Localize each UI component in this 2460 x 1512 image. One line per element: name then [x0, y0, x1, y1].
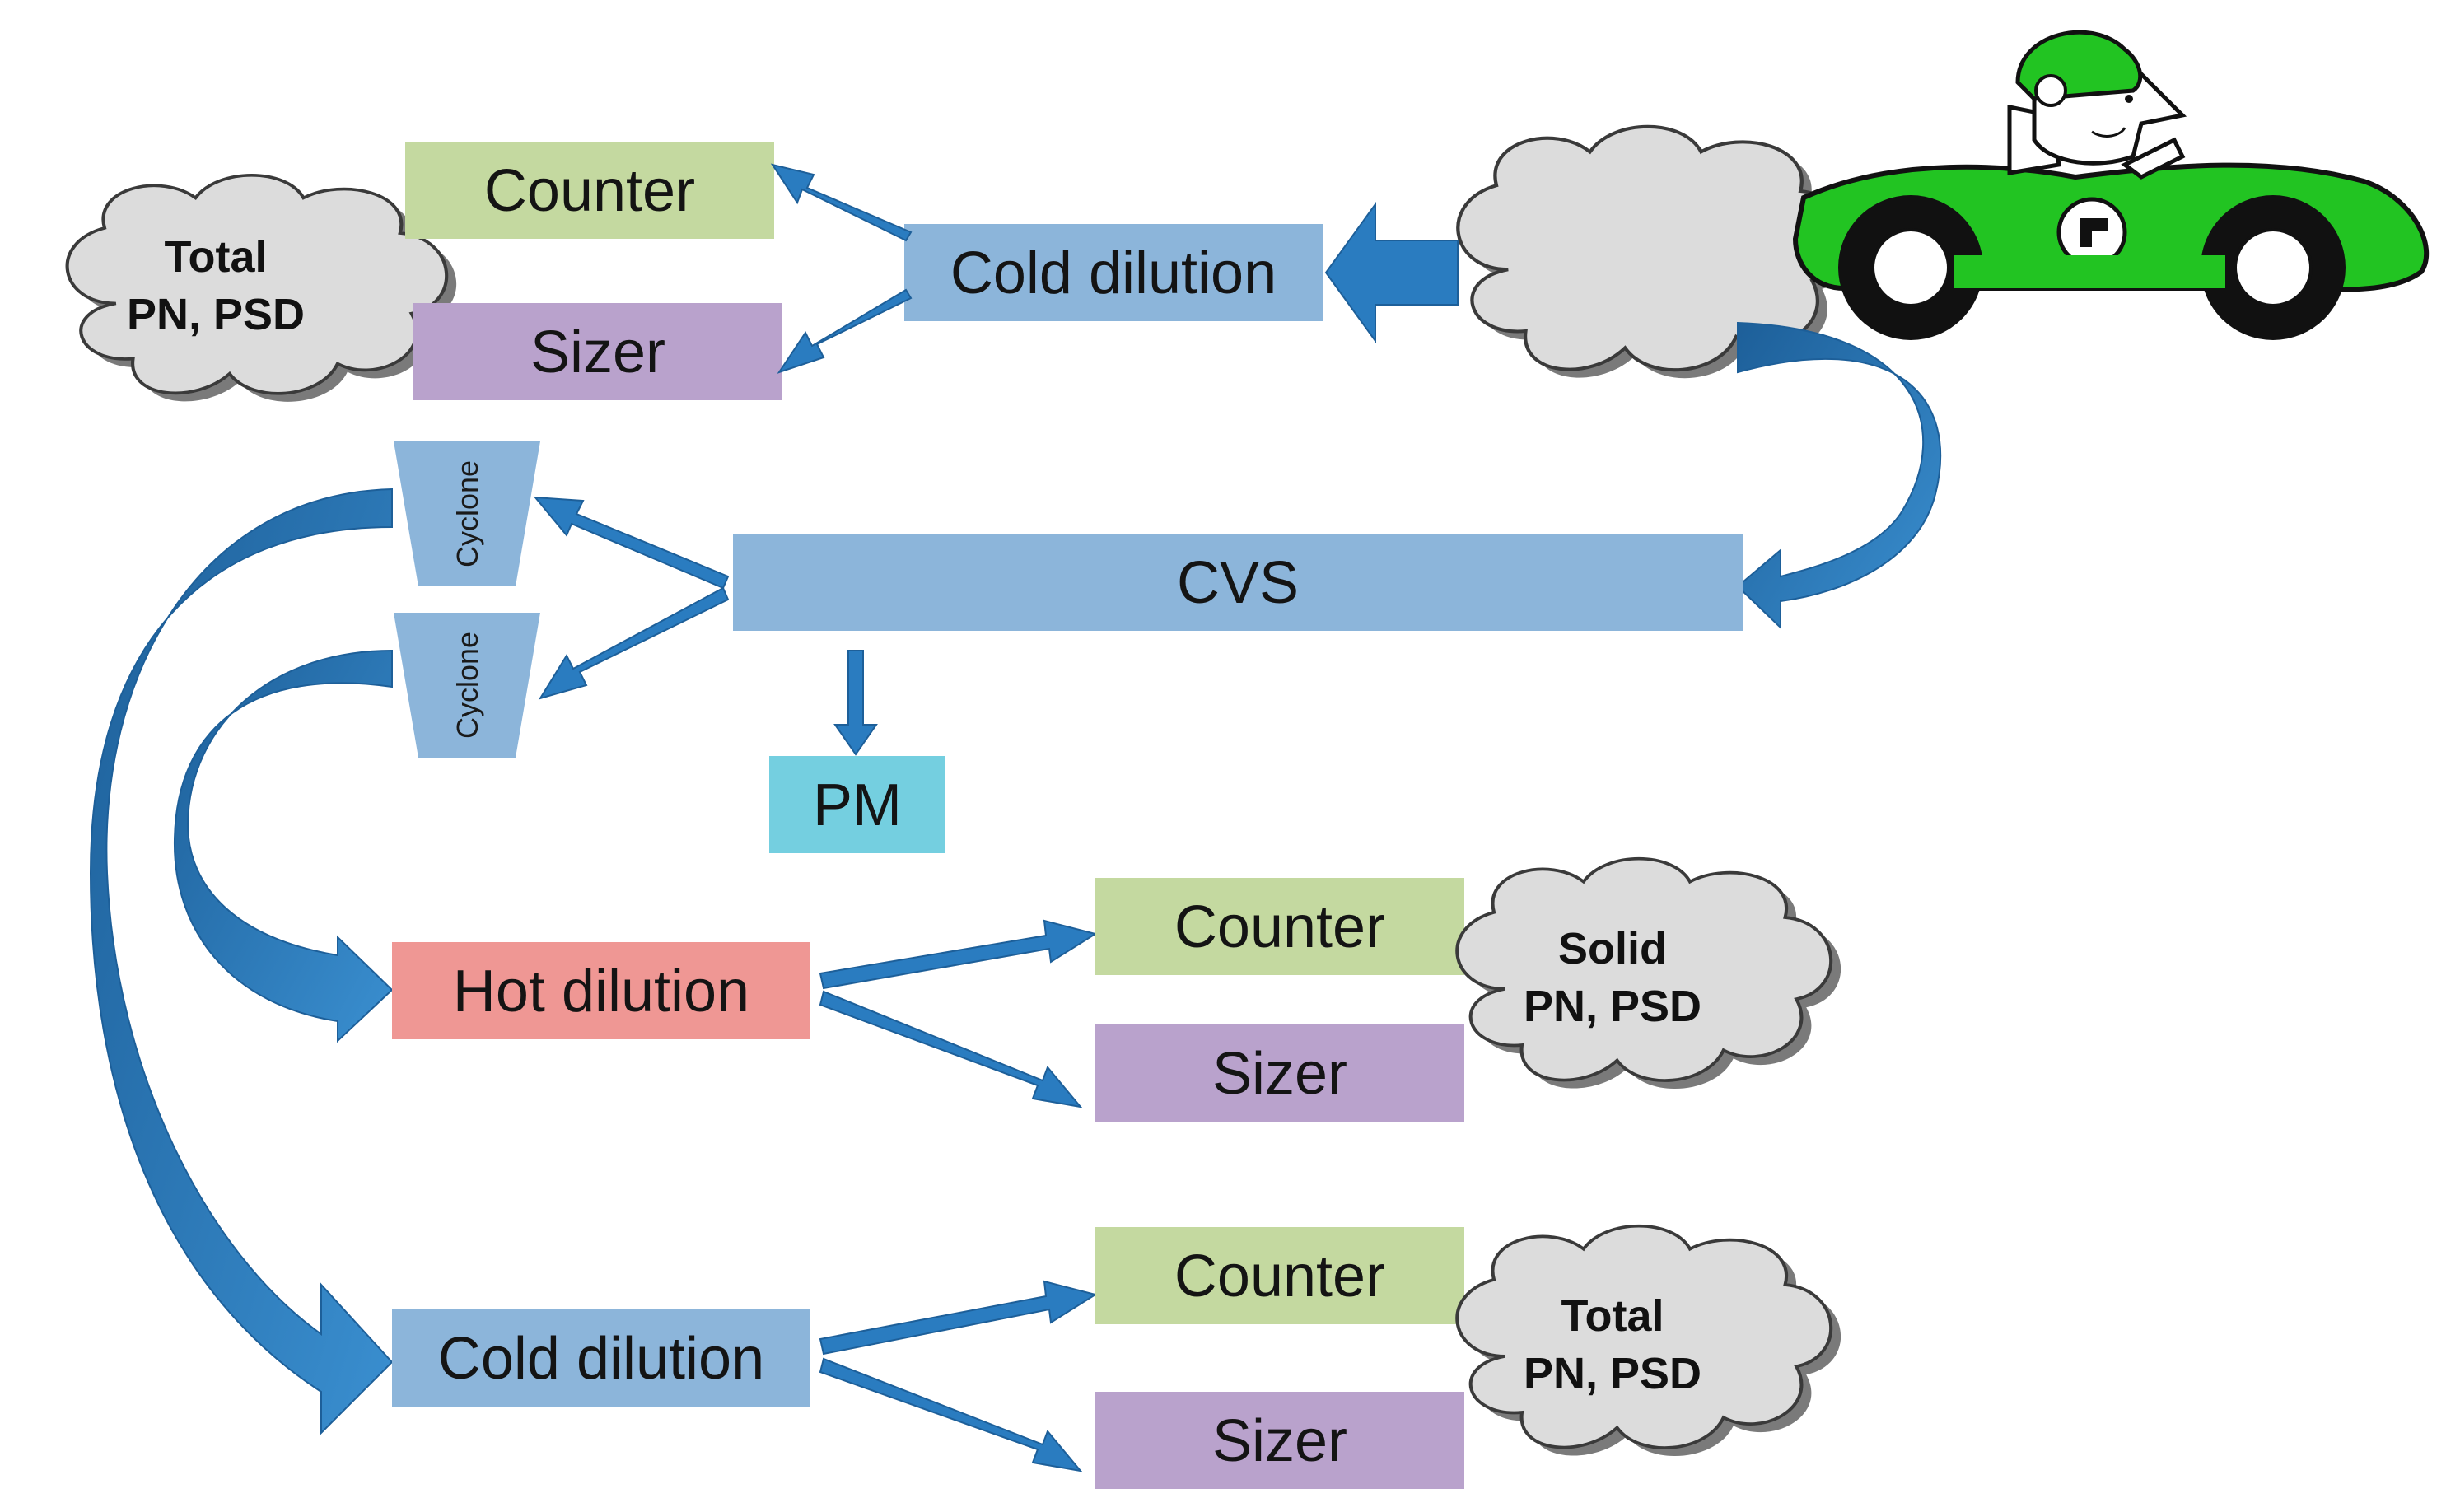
cold-dilution-box-bottom: [392, 1309, 810, 1407]
arrow-hot-to-sizer: [819, 990, 1083, 1108]
cloud-solid-middle-right: Solid PN, PSD: [1455, 857, 1841, 1090]
counter-box-top: [405, 142, 774, 239]
cloud-total-bottom-line1: Total: [1561, 1291, 1664, 1341]
pm-box: [769, 756, 945, 853]
cold-dilution-box-top: [904, 224, 1323, 321]
pm-label: PM: [813, 772, 902, 838]
cyclone-upper-label: Cyclone: [450, 460, 484, 567]
hot-dilution-box: [392, 942, 810, 1039]
arrow-to-sizer-top: [777, 288, 913, 374]
arrow-cvs-to-cyclone-upper: [533, 496, 730, 590]
hot-dilution-label: Hot dilution: [453, 959, 749, 1024]
arrow-cold-to-counter-bottom: [819, 1280, 1098, 1356]
counter-label-top: Counter: [484, 158, 695, 224]
cloud-solid-line1: Solid: [1558, 924, 1667, 973]
cloud-total-bottom-right: Total PN, PSD: [1455, 1225, 1841, 1457]
arrow-cold-to-sizer-bottom: [819, 1357, 1083, 1472]
cold-dilution-label-top: Cold dilution: [950, 240, 1277, 306]
exhaust-cloud: [1456, 124, 1859, 379]
cvs-label: CVS: [1177, 550, 1299, 616]
arrow-exhaust-to-cvs: [1736, 321, 1942, 630]
sizer-box-top: [413, 303, 782, 400]
cvs-box: [733, 534, 1743, 631]
arrow-cvs-to-pm: [833, 650, 878, 756]
sizer-label-middle: Sizer: [1212, 1041, 1347, 1107]
sizer-box-bottom: [1095, 1392, 1464, 1489]
counter-label-bottom: Counter: [1174, 1244, 1385, 1309]
counter-box-bottom: [1095, 1227, 1464, 1324]
sizer-label-top: Sizer: [530, 320, 665, 385]
cloud-total-line1: Total: [165, 232, 268, 282]
arrow-hot-to-counter: [819, 919, 1098, 990]
cyclone-upper: [394, 441, 540, 586]
cyclone-lower-label: Cyclone: [450, 632, 484, 739]
arrow-cyclone-to-cold-dilution: [89, 488, 394, 1435]
arrow-exhaust-to-cold-dilution: [1324, 201, 1459, 344]
arrow-cyclone-to-hot-dilution: [173, 649, 394, 1043]
sizer-box-middle: [1095, 1024, 1464, 1122]
cloud-total-bottom-line2: PN, PSD: [1524, 1349, 1701, 1398]
cyclone-lower: [394, 613, 540, 758]
counter-label-middle: Counter: [1174, 894, 1385, 960]
cloud-solid-line2: PN, PSD: [1524, 982, 1701, 1031]
cloud-total-line2: PN, PSD: [127, 290, 305, 339]
arrow-cvs-to-cyclone-lower: [538, 586, 730, 700]
sizer-label-bottom: Sizer: [1212, 1408, 1347, 1474]
cold-dilution-label-bottom: Cold dilution: [438, 1326, 764, 1392]
arrow-to-counter-top: [770, 163, 913, 242]
cloud-total-top-left: Total PN, PSD: [65, 174, 457, 402]
race-car-illustration: [1792, 30, 2430, 340]
counter-box-middle: [1095, 878, 1464, 975]
